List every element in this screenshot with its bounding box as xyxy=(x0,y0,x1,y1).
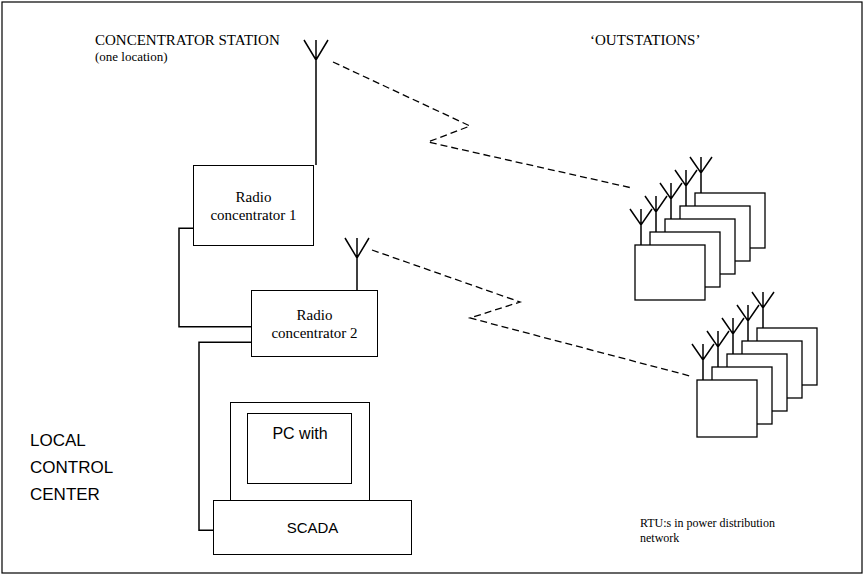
control-center-label: LOCAL CONTROL CENTER xyxy=(30,427,125,508)
outstations-heading: ‘OUTSTATIONS’ xyxy=(590,31,790,49)
screen-outline xyxy=(247,413,352,484)
node-text: Radio concentrator 2 xyxy=(269,306,361,342)
concentrator-box: Radio concentrator 2 xyxy=(251,290,378,357)
rtu-box xyxy=(692,344,757,437)
antenna-symbol xyxy=(630,209,652,245)
node-text: SCADA xyxy=(287,519,339,537)
rtu-housing xyxy=(697,380,757,437)
rtu-box xyxy=(630,209,705,300)
node-text: Radio concentrator 1 xyxy=(208,188,300,224)
pc-base: SCADA xyxy=(213,500,412,555)
station-note: (one location) xyxy=(95,49,295,65)
radio-link xyxy=(333,62,632,188)
rtu-housing xyxy=(635,245,705,300)
rtu-caption: RTU:s in power distribution network xyxy=(640,516,810,546)
antenna-symbol xyxy=(692,344,714,380)
rtu-stacks xyxy=(630,157,817,437)
station-heading: CONCENTRATOR STATION xyxy=(95,31,355,49)
node-text: PC with xyxy=(272,425,327,443)
radio-links xyxy=(333,62,690,376)
antenna-symbol xyxy=(345,238,369,290)
concentrator-box: Radio concentrator 1 xyxy=(193,165,314,246)
antenna-symbol xyxy=(304,40,328,165)
pc-monitor: PC with xyxy=(230,402,370,501)
